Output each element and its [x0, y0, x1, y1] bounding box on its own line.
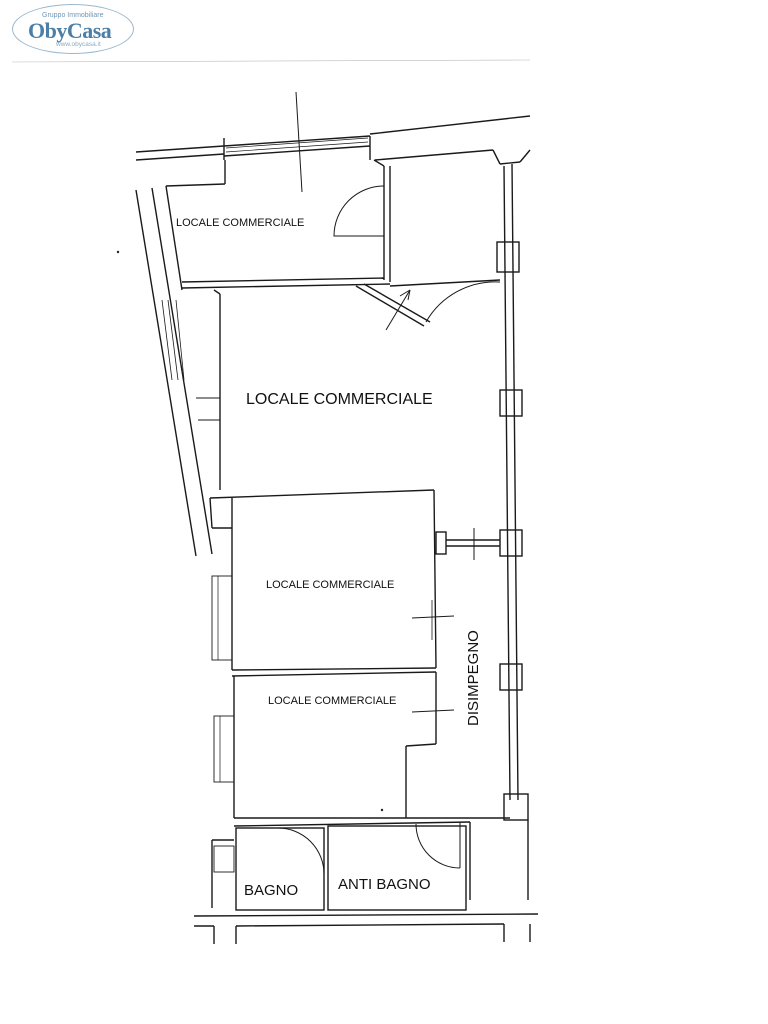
- stray-mark: [116, 250, 120, 254]
- logo-tagline: Gruppo Immobiliare: [42, 12, 104, 19]
- ante-bathroom-walls: [327, 822, 467, 911]
- room-label-corridor: DISIMPEGNO: [465, 630, 482, 726]
- right-wall: [496, 163, 529, 821]
- left-wall: [135, 185, 213, 557]
- logo-brand: ObyCasa: [28, 18, 112, 43]
- top-wall: [135, 115, 531, 165]
- bottom-wall: [193, 913, 539, 944]
- rooms-middle-walls: [209, 489, 500, 818]
- lower-walls: [211, 817, 529, 908]
- logo-url: www.obycasa.it: [56, 41, 101, 48]
- room-main-walls: [196, 279, 501, 490]
- section-line-top: [295, 91, 303, 193]
- room-label-lower: LOCALE COMMERCIALE: [268, 695, 396, 707]
- room-label-middle: LOCALE COMMERCIALE: [266, 579, 394, 591]
- room-label-top-left: LOCALE COMMERCIALE: [176, 217, 304, 229]
- logo-oval: [12, 4, 134, 54]
- header-rule: [11, 59, 531, 63]
- bathroom-walls: [235, 827, 325, 911]
- stray-mark: [380, 808, 384, 812]
- obycasa-logo: Gruppo Immobiliare ObyCasa www.obycasa.i…: [12, 4, 134, 54]
- room-top-left-walls: [165, 159, 391, 289]
- room-label-ante-bathroom: ANTI BAGNO: [338, 876, 431, 893]
- room-label-bathroom: BAGNO: [244, 882, 298, 899]
- room-label-main: LOCALE COMMERCIALE: [246, 391, 433, 408]
